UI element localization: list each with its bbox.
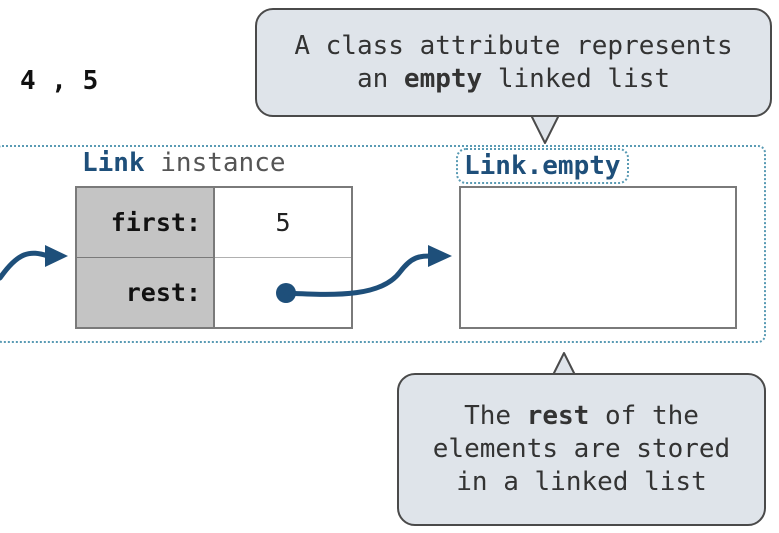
first-value: 5: [215, 188, 351, 258]
callout-top-tail: [530, 114, 560, 144]
rest-label: rest:: [77, 257, 215, 327]
callout-top-bold: empty: [403, 63, 483, 94]
callout-rest-elements: The rest of the elements are stored in a…: [397, 373, 766, 526]
frame-border: [0, 145, 766, 343]
callout-top-line1: A class attribute represents: [294, 30, 733, 61]
rest-pointer-arrowhead: [428, 245, 452, 267]
link-empty-box: [459, 186, 737, 329]
link-empty-label: Link.empty: [456, 148, 629, 184]
rest-pointer-arrow: [283, 253, 435, 297]
callout-bottom-bold: rest: [526, 401, 590, 431]
callout-bottom-tail: [552, 352, 576, 376]
incoming-arrowhead: [45, 245, 68, 267]
callout-top-line2: an empty linked list: [356, 63, 671, 94]
instance-label: instance: [144, 148, 286, 178]
link-instance-title: Link instance: [82, 148, 286, 178]
callout-bottom-line3: in a linked list: [456, 467, 707, 497]
link-instance-box: first: 5 rest:: [75, 186, 353, 329]
callout-bottom-line1: The rest of the: [464, 401, 699, 431]
link-keyword: Link: [82, 148, 145, 178]
callout-class-attribute: A class attribute represents an empty li…: [255, 8, 772, 117]
sequence-label: 4 , 5: [20, 66, 99, 96]
incoming-arrow: [0, 250, 51, 281]
callout-bottom-line2: elements are stored: [432, 434, 731, 464]
first-label: first:: [77, 188, 215, 258]
